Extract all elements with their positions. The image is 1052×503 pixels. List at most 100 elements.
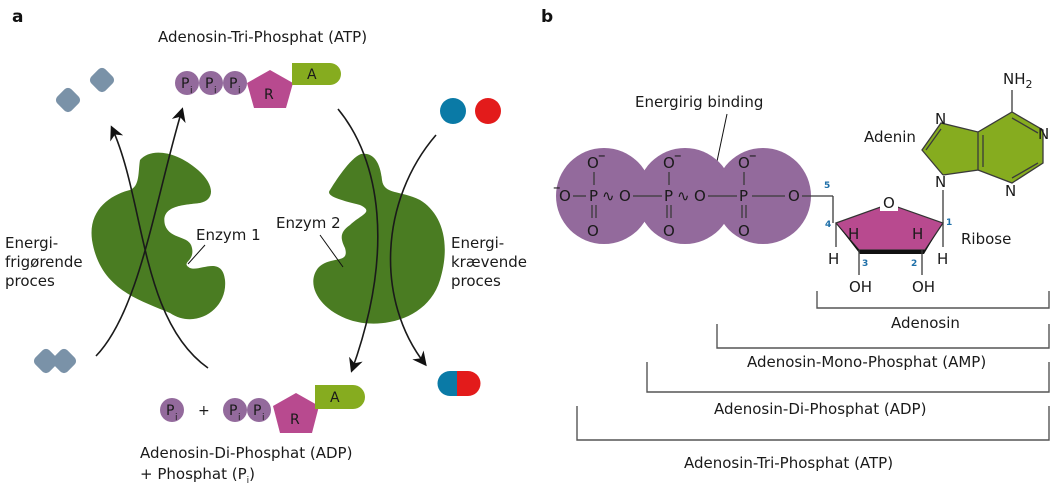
ring-oxygen: O bbox=[883, 194, 895, 212]
oxygen-atom: O bbox=[559, 187, 571, 205]
bond bbox=[1011, 117, 1039, 134]
hydroxyl-group: OH bbox=[849, 278, 872, 296]
phosphate-circle bbox=[175, 71, 199, 95]
substrate-diamond bbox=[89, 67, 115, 93]
amino-group: NH2 bbox=[1003, 70, 1033, 91]
panel-a-label: a bbox=[12, 7, 23, 27]
pi-label: P bbox=[205, 76, 213, 92]
bracket-amp bbox=[716, 324, 1050, 349]
ribose-label: Ribose bbox=[961, 230, 1011, 248]
panel-b-label: b bbox=[541, 7, 553, 27]
right-process-label: Energi- krævende proces bbox=[451, 234, 532, 290]
adenine-label: Adenin bbox=[864, 128, 916, 146]
oxygen-atom: O bbox=[694, 187, 706, 205]
enzyme-1-pointer bbox=[187, 244, 206, 265]
nitrogen-atom: N bbox=[1005, 182, 1016, 200]
nitrogen-atom: N bbox=[935, 173, 946, 191]
enzyme-1-shape bbox=[91, 152, 226, 320]
hydrogen-atom: H bbox=[848, 225, 859, 243]
charge: – bbox=[598, 146, 606, 164]
charge: – bbox=[553, 178, 561, 196]
pi-sub: i bbox=[190, 86, 193, 96]
bond bbox=[977, 111, 1044, 184]
red-half bbox=[457, 371, 481, 396]
pi-sub: i bbox=[214, 86, 217, 96]
label-adenosin: Adenosin bbox=[891, 314, 960, 332]
atp-molecule: P i P i P i R A bbox=[175, 63, 341, 108]
oxygen-atom: O bbox=[663, 222, 675, 240]
phosphate-circle bbox=[199, 71, 223, 95]
carbon-3-number: 3 bbox=[862, 259, 868, 269]
adp-molecule: P i + P i P i R A bbox=[160, 385, 365, 433]
hydroxyl-group: OH bbox=[912, 278, 935, 296]
bond bbox=[921, 122, 979, 176]
oxygen-atom: O bbox=[788, 187, 800, 205]
substrate-diamond bbox=[33, 348, 59, 374]
bond bbox=[925, 128, 942, 151]
pi-sub: i bbox=[238, 413, 241, 423]
enzyme-2-label: Enzym 2 bbox=[276, 214, 341, 232]
pi-sub: i bbox=[175, 413, 178, 423]
atp-title: Adenosin-Tri-Phosphat (ATP) bbox=[158, 28, 367, 46]
pyrimidine-ring bbox=[978, 112, 1043, 183]
phosphate-circle bbox=[223, 398, 247, 422]
substrate-diamond bbox=[51, 348, 77, 374]
arrow-to-combined bbox=[389, 134, 437, 367]
hydrogen-atom: H bbox=[912, 225, 923, 243]
oxygen-atom: O bbox=[738, 154, 750, 172]
high-energy-bond: ∿ bbox=[602, 187, 615, 205]
charge: – bbox=[674, 146, 682, 164]
plus-sign: + bbox=[198, 403, 210, 419]
blue-half bbox=[437, 371, 457, 396]
enzyme-2-pointer bbox=[319, 234, 344, 268]
ring-oxygen-bg bbox=[880, 195, 898, 211]
phosphate-chain: O – P O – O ∿ O P O – O ∿ O P O – O O bbox=[553, 146, 834, 240]
nitrogen-atom: N bbox=[1038, 125, 1049, 143]
charge: – bbox=[749, 146, 757, 164]
carbon-1-number: 1 bbox=[946, 218, 952, 228]
label-adp: Adenosin-Di-Phosphat (ADP) bbox=[714, 400, 926, 418]
oxygen-atom: O bbox=[738, 222, 750, 240]
adenine-letter: A bbox=[307, 67, 317, 83]
phosphate-circle bbox=[247, 398, 271, 422]
carbon-4-number: 4 bbox=[825, 220, 831, 230]
phosphate-title: + Phosphat (Pi) bbox=[140, 465, 255, 486]
oxygen-atom: O bbox=[587, 222, 599, 240]
carbon-2-number: 2 bbox=[911, 259, 917, 269]
ribose-pentagon bbox=[247, 70, 293, 108]
adenine-letter: A bbox=[330, 390, 340, 406]
ribose-letter: R bbox=[290, 412, 300, 428]
phosphate-group-1 bbox=[556, 148, 652, 244]
phosphorus-atom: P bbox=[589, 187, 598, 205]
label-atp: Adenosin-Tri-Phosphat (ATP) bbox=[684, 454, 893, 472]
ribose-ring: O H H H H OH OH 1 2 3 4 5 bbox=[824, 181, 952, 296]
blue-substrate bbox=[440, 98, 466, 124]
nitrogen-atom: N bbox=[935, 110, 946, 128]
adenine-shape bbox=[315, 385, 365, 409]
label-amp: Adenosin-Mono-Phosphat (AMP) bbox=[747, 353, 986, 371]
phosphorus-atom: P bbox=[664, 187, 673, 205]
imidazole-ring bbox=[922, 123, 978, 175]
pi-sub: i bbox=[262, 413, 265, 423]
bracket-adp bbox=[646, 362, 1050, 393]
arrow-to-adp bbox=[337, 108, 379, 373]
enzyme-2-shape bbox=[313, 153, 445, 324]
ribose-pentagon bbox=[273, 393, 319, 433]
red-substrate bbox=[475, 98, 501, 124]
hydrogen-atom: H bbox=[828, 250, 839, 268]
phosphate-circle bbox=[160, 398, 184, 422]
enzyme-1-label: Enzym 1 bbox=[196, 226, 261, 244]
phosphorus-atom: P bbox=[739, 187, 748, 205]
arrow-to-products bbox=[110, 125, 209, 369]
adenine-base: N N N N NH2 bbox=[921, 70, 1049, 200]
pi-label: P bbox=[229, 76, 237, 92]
pi-label: P bbox=[181, 76, 189, 92]
pi-sub: i bbox=[238, 86, 241, 96]
oxygen-atom: O bbox=[663, 154, 675, 172]
adenine-shape bbox=[292, 63, 341, 85]
phosphate-group-2 bbox=[637, 148, 733, 244]
left-process-label: Energi- frigørende proces bbox=[5, 234, 87, 290]
phosphate-circle bbox=[223, 71, 247, 95]
pi-label: P bbox=[229, 403, 237, 419]
